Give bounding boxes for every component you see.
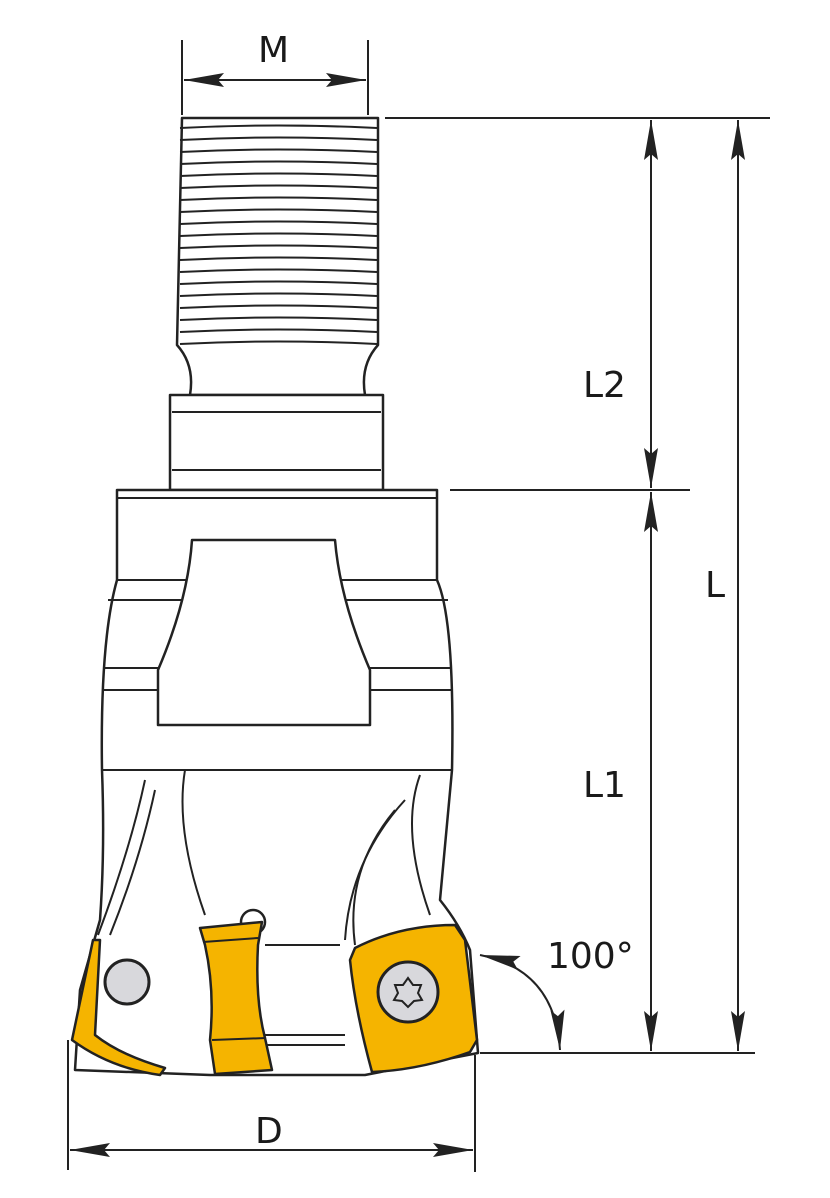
torx-icon <box>392 976 424 1009</box>
thread-line <box>179 208 378 213</box>
thread-line <box>179 136 378 141</box>
insert-screw <box>376 960 440 1024</box>
dim-angle <box>479 954 565 1051</box>
label-M: M <box>258 30 289 71</box>
cutter-body <box>73 488 480 1077</box>
thread-line <box>179 328 378 333</box>
shank-collar <box>168 393 385 492</box>
thread-line <box>179 184 378 189</box>
thread-line <box>179 256 378 261</box>
thread-line <box>179 304 378 309</box>
label-L1: L1 <box>583 765 626 806</box>
thread-line <box>179 148 378 153</box>
threaded-shank <box>175 116 380 397</box>
chip-window <box>156 538 372 727</box>
label-D: D <box>255 1111 283 1152</box>
thread-line <box>179 292 378 297</box>
thread-line <box>179 172 378 177</box>
left-insert <box>70 938 167 1077</box>
thread-line <box>179 220 378 225</box>
thread-line <box>179 340 378 345</box>
dimensions <box>67 40 770 1172</box>
thread-line <box>179 124 378 129</box>
label-L2: L2 <box>583 365 626 406</box>
thread-line <box>179 160 378 165</box>
thread-line <box>179 280 378 285</box>
thread-line <box>179 196 378 201</box>
label-L: L <box>705 565 725 606</box>
center-insert <box>198 920 274 1076</box>
thread-line <box>179 232 378 237</box>
label-angle: 100° <box>547 936 634 977</box>
thread-lines <box>179 124 378 345</box>
thread-line <box>179 244 378 249</box>
thread-line <box>179 316 378 321</box>
thread-line <box>179 268 378 273</box>
clamp-screw-left <box>103 958 151 1006</box>
